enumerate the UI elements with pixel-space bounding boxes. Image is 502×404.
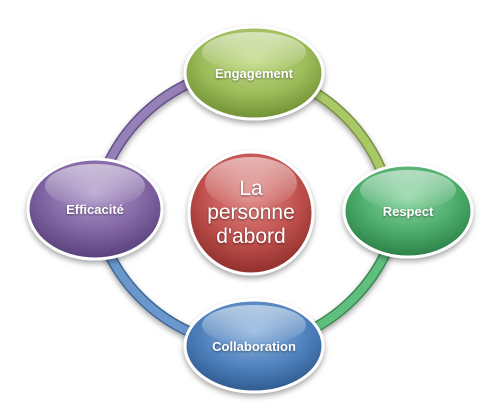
arc-engagement-respect [299,81,388,178]
arc-efficacite-engagement [104,76,198,166]
node-collaboration [183,298,325,394]
node-center [187,150,315,276]
node-engagement [183,25,325,121]
node-respect [342,163,474,259]
node-efficacite [26,157,164,261]
arc-collaboration-efficacite [102,246,196,338]
